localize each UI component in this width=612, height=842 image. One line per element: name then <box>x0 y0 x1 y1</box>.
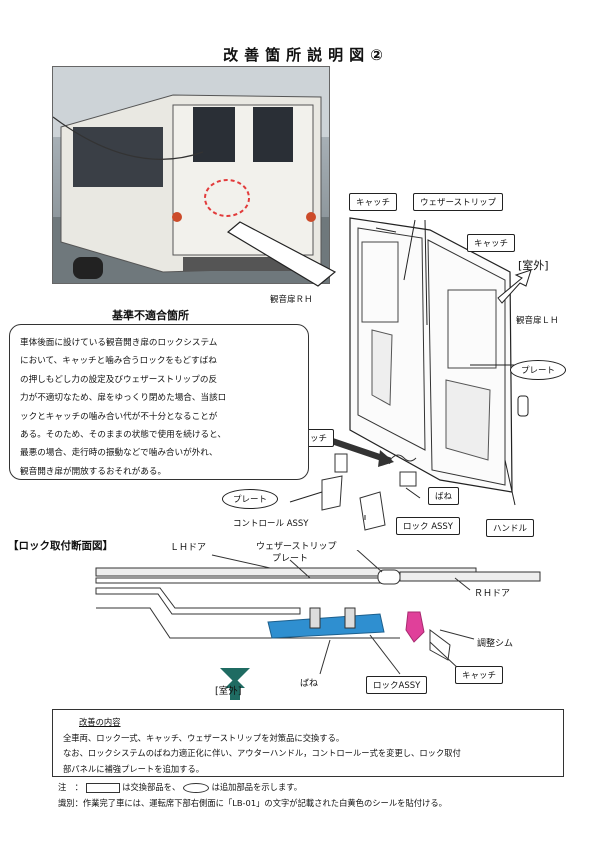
page-title: 改善箇所説明図② <box>223 46 389 64</box>
nonconformity-line: 観音開き扉が開放するおそれがある。 <box>20 466 167 477</box>
weatherstrip-section-label: ウェザーストリップ <box>256 542 337 552</box>
control-assy-label: コントロール ASSY <box>233 519 309 529</box>
handle-tag: ハンドル <box>486 519 535 537</box>
door-rh-label: 観音扉ＲＨ <box>270 295 313 305</box>
lh-door-label: ＬＨドア <box>170 543 207 553</box>
spring-tag: ばね <box>428 487 460 505</box>
rh-door-label: ＲＨドア <box>474 589 511 599</box>
summary-line: なお、ロックシステムのばね力適正化に伴い、アウターハンドル，コントロールー式を変… <box>63 748 461 758</box>
section-title: 【ロック取付断面図】 <box>8 540 113 552</box>
catch-right-tag: キャッチ <box>467 234 516 252</box>
summary-line: 全車両、ロック一式、キャッチ、ウェザーストリップを対策品に交換する。 <box>63 732 345 743</box>
note-mid: は交換部品を、 <box>122 782 181 792</box>
spring-section-label: ばね <box>300 679 319 689</box>
exterior-section-label: [室外] <box>215 686 242 697</box>
lock-section-diagram <box>95 550 541 700</box>
nonconformity-line: 最悪の場合、走行時の振動などで噛み合いが外れ、 <box>20 448 218 459</box>
summary-line: 部パネルに補強プレートを追加する。 <box>63 763 205 774</box>
nonconformity-line: において、キャッチと噛み合うロックをもどすばね <box>20 356 217 367</box>
lock-assy-tag: ロック ASSY <box>396 517 461 535</box>
nonconformity-title: 基準不適合箇所 <box>112 309 189 322</box>
catch-top-tag: キャッチ <box>349 193 398 211</box>
plate-left-tag: プレート <box>222 489 279 509</box>
catch-section-tag: キャッチ <box>455 666 504 684</box>
note-suffix: は追加部品を示します。 <box>211 782 302 792</box>
weatherstrip-top-tag: ウェザーストリップ <box>413 193 504 211</box>
nonconformity-line: 車体後面に設けている観音開き扉のロックシステム <box>20 338 218 348</box>
door-lh-label: 観音扉ＬＨ <box>516 316 559 326</box>
lock-assy-section-tag: ロックASSY <box>366 676 428 694</box>
add-oval-icon <box>182 782 209 793</box>
improvement-summary: 改善の内容 全車両、ロック一式、キャッチ、ウェザーストリップを対策品に交換する。… <box>52 709 564 777</box>
plate-section-label: プレート <box>272 554 309 564</box>
nonconformity-line: ある。そのため、そのままの状態で使用を続けると、 <box>20 430 226 441</box>
nonconformity-box: 車体後面に設けている観音開き扉のロックシステム において、キャッチと噛み合うロッ… <box>9 324 309 480</box>
shim-label: 調整シム <box>477 639 514 649</box>
note-prefix: 注 ： <box>58 782 83 792</box>
nonconformity-line: ックとキャッチの噛み合い代が不十分となることが <box>20 411 218 422</box>
exterior-label: [室外] <box>518 259 549 272</box>
summary-heading: 改善の内容 <box>79 717 121 727</box>
plate-right-tag: プレート <box>510 360 567 380</box>
nonconformity-line: の押しもどし力の設定及びウェザーストリップの反 <box>20 374 218 385</box>
nonconformity-line: 力が不適切なため、扉をゆっくり閉めた場合、当該ロ <box>20 393 227 404</box>
identification-note: 識別：作業完了車には、運転席下部右側面に「LB-01」の文字が記載された白黄色の… <box>58 798 447 808</box>
legend-note: 注 ： は交換部品を、 は追加部品を示します。 <box>58 781 302 793</box>
replace-box-icon <box>85 782 120 793</box>
